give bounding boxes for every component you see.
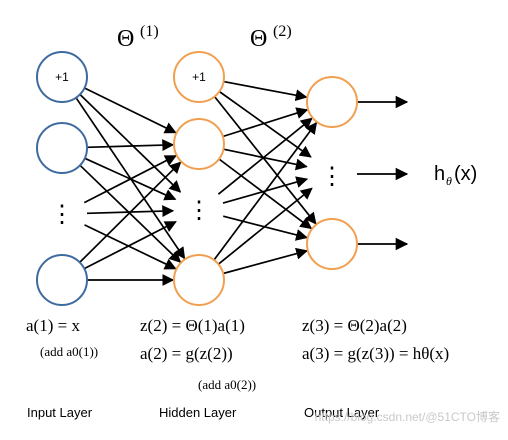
hidden-output-edge-10 bbox=[217, 187, 313, 265]
hidden-node-bias bbox=[173, 51, 225, 103]
hypothesis-subscript: θ bbox=[446, 174, 452, 188]
hypothesis-arg: (x) bbox=[454, 163, 477, 185]
equation-a2: a(2) = g(z(2)) bbox=[140, 344, 233, 363]
output-hypothesis-label: h θ (x) bbox=[434, 163, 477, 188]
output-layer: ⋮ bbox=[306, 76, 358, 270]
hidden-output-edge-3 bbox=[222, 107, 309, 138]
theta-2-superscript: (2) bbox=[273, 23, 292, 40]
input-hidden-edge-9 bbox=[79, 161, 182, 264]
input-node-1 bbox=[36, 122, 88, 174]
hidden-output-edge-11 bbox=[222, 247, 309, 275]
equation-z2: z(2) = Θ(1)a(1) bbox=[140, 316, 245, 335]
theta-2-label: Θ (2) bbox=[250, 23, 292, 52]
input-equations: a(1) = x (add a0(1)) bbox=[26, 316, 98, 359]
output-equations: z(3) = Θ(2)a(2) a(3) = g(z(3)) = hθ(x) bbox=[302, 316, 449, 363]
equation-a1: a(1) = x bbox=[26, 316, 80, 335]
input-hidden-edge-10 bbox=[83, 221, 177, 270]
hidden-layer-label: Hidden Layer bbox=[159, 405, 237, 420]
hidden-output-edge-4 bbox=[223, 148, 308, 171]
hidden-bias-label: +1 bbox=[192, 70, 206, 84]
hidden-vdots: ⋮ bbox=[187, 198, 211, 224]
watermark-text: https://blog.csdn.net/@51CTO博客 bbox=[315, 409, 500, 424]
equation-z3: z(3) = Θ(2)a(2) bbox=[302, 316, 407, 335]
theta-1-symbol: Θ bbox=[117, 26, 134, 52]
hidden-output-edge-0 bbox=[223, 80, 308, 102]
theta-1-label: Θ (1) bbox=[117, 23, 159, 52]
theta-1-superscript: (1) bbox=[140, 23, 159, 40]
input-hidden-edge-8 bbox=[84, 224, 177, 270]
input-hidden-edge-6 bbox=[83, 155, 177, 204]
input-hidden-edge-5 bbox=[79, 164, 182, 263]
input-layer: +1 ⋮ bbox=[36, 51, 88, 306]
hidden-output-edge-9 bbox=[213, 121, 318, 261]
output-layer-label: Output Layer bbox=[304, 405, 380, 420]
hidden-output-edge-2 bbox=[213, 96, 317, 225]
input-node-n bbox=[36, 254, 88, 306]
hidden-output-edge-6 bbox=[217, 117, 313, 195]
hidden-layer: +1 ⋮ bbox=[173, 51, 225, 306]
input-layer-label: Input Layer bbox=[27, 405, 93, 420]
input-vdots: ⋮ bbox=[50, 202, 74, 228]
input-bias-label: +1 bbox=[55, 70, 69, 84]
hidden-node-n bbox=[173, 254, 225, 306]
output-arrows bbox=[357, 95, 409, 251]
equation-a3: a(3) = g(z(3)) = hθ(x) bbox=[302, 344, 449, 363]
input-hidden-edge-3 bbox=[86, 139, 175, 152]
output-node-k bbox=[306, 218, 358, 270]
connections bbox=[75, 80, 318, 286]
equation-input-add-bias: (add a0(1)) bbox=[40, 344, 98, 359]
hidden-output-edge-5 bbox=[218, 158, 313, 230]
output-node-1 bbox=[306, 76, 358, 128]
hidden-output-edge-1 bbox=[218, 90, 312, 158]
hypothesis-h: h bbox=[434, 163, 445, 185]
theta-2-symbol: Θ bbox=[250, 26, 267, 52]
input-node-bias bbox=[36, 51, 88, 103]
output-vdots: ⋮ bbox=[320, 164, 344, 190]
hidden-node-1 bbox=[173, 118, 225, 170]
equation-hidden-add-bias: (add a0(2)) bbox=[198, 377, 256, 392]
input-hidden-edge-0 bbox=[84, 87, 177, 134]
input-hidden-edge-1 bbox=[79, 93, 182, 193]
hidden-equations: z(2) = Θ(1)a(1) a(2) = g(z(2)) (add a0(2… bbox=[140, 316, 256, 392]
layer-names: Input Layer Hidden Layer Output Layer bbox=[27, 405, 380, 420]
